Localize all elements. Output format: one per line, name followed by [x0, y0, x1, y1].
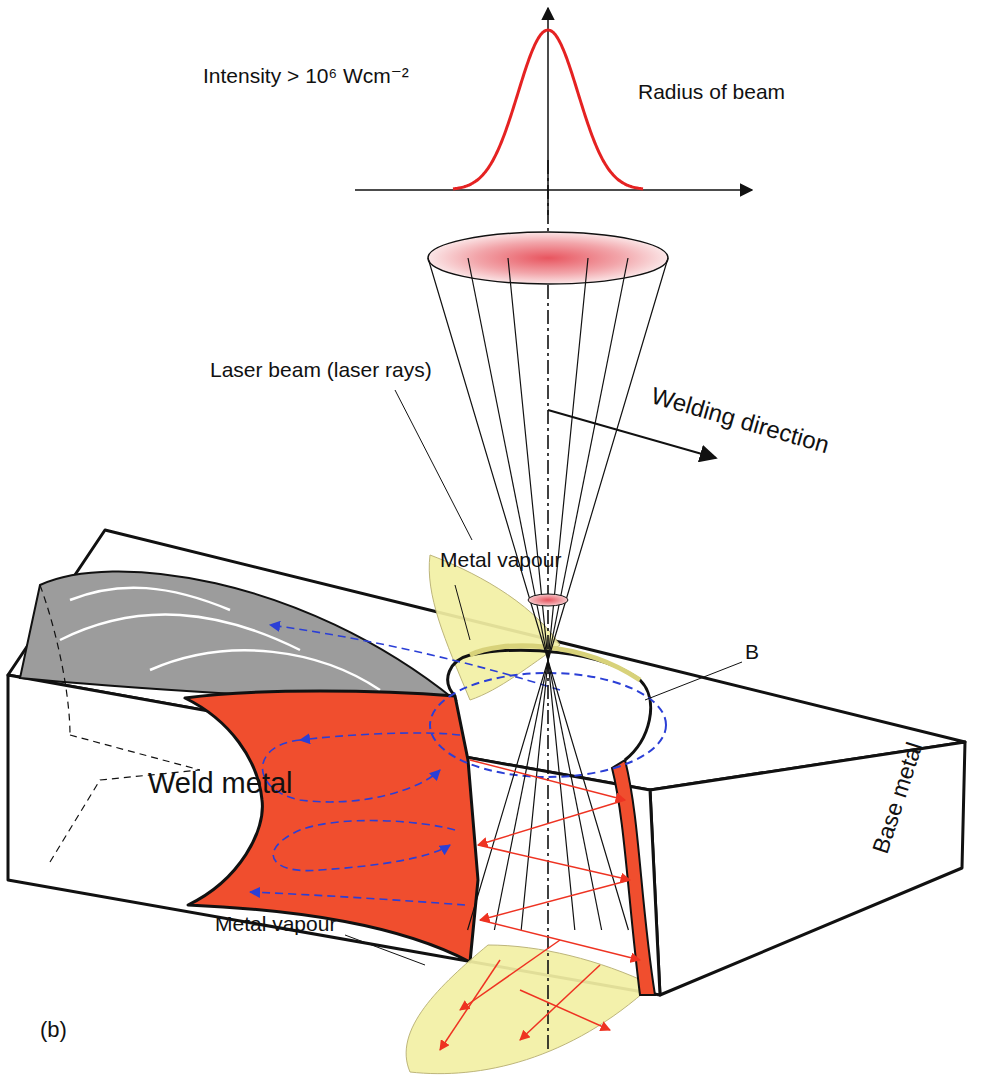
vapour-label: Metal vapour	[215, 912, 336, 935]
laser-ray	[468, 258, 602, 930]
flow-line	[300, 733, 460, 740]
radius-axis	[355, 189, 752, 191]
reflected-ray	[440, 960, 500, 1050]
reflected-ray	[478, 800, 625, 845]
block-right-face	[650, 742, 965, 995]
axis-label: Radius of beam	[638, 80, 785, 103]
reflected-ray	[478, 845, 630, 880]
molten-pool	[185, 691, 478, 962]
laser-rays	[428, 258, 668, 930]
weld-bead	[20, 571, 455, 700]
vapour-label: Metal vapour	[440, 548, 561, 571]
reflected-ray	[480, 880, 630, 920]
beam-waist	[528, 594, 568, 606]
beam-cross-section	[428, 232, 668, 284]
reflected-ray	[460, 940, 560, 1010]
region-label: Weld metal	[148, 768, 293, 800]
laser-ray	[468, 258, 668, 930]
reflected-ray	[520, 965, 600, 1040]
flow-line	[270, 625, 560, 690]
bead-ripple	[150, 650, 380, 690]
fusion-line	[70, 735, 200, 770]
bead-ripple	[60, 615, 300, 650]
point-label: B	[745, 640, 759, 663]
block-front-face	[8, 675, 660, 995]
leader-line	[645, 662, 742, 700]
intensity-label: Intensity > 10⁶ Wcm⁻²	[203, 64, 409, 87]
laser-ray	[508, 258, 575, 930]
reflected-ray	[470, 760, 625, 800]
keyhole-rim-vapour	[470, 646, 640, 680]
fusion-line	[40, 585, 70, 735]
beam-label: Laser beam (laser rays)	[210, 358, 432, 381]
leader-line	[345, 935, 425, 965]
intensity-axis	[547, 8, 549, 215]
vapour-plume	[406, 945, 652, 1074]
bead-ripple	[70, 588, 230, 610]
reflected-ray	[520, 990, 610, 1030]
laser-ray	[428, 258, 628, 930]
figure-tag: (b)	[40, 1018, 67, 1042]
flow-line	[273, 821, 455, 871]
leader-line	[455, 585, 470, 640]
leader-line	[395, 390, 472, 540]
laser-ray	[494, 258, 628, 930]
flow-line	[250, 892, 465, 905]
